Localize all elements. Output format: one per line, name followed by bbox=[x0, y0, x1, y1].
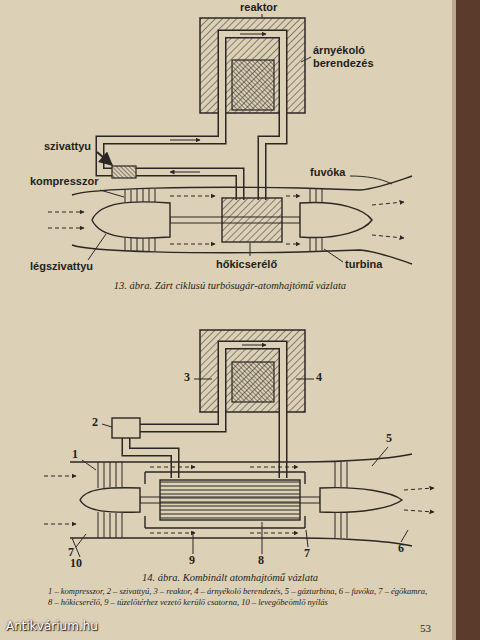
part-label: szivattyu bbox=[44, 140, 91, 153]
part-label: árnyékoló berendezés bbox=[313, 44, 391, 69]
callout-number: 4 bbox=[316, 371, 322, 385]
callout-number: 3 bbox=[184, 371, 190, 385]
part-label: reaktor bbox=[240, 1, 277, 14]
part-label: kompresszor bbox=[30, 175, 98, 188]
part-label: fuvóka bbox=[310, 166, 345, 179]
callout-number: 1 bbox=[72, 448, 78, 462]
callout-number: 8 bbox=[258, 554, 264, 568]
leader-lines bbox=[72, 379, 408, 557]
leader-lines bbox=[88, 14, 392, 262]
figure-13 bbox=[48, 18, 412, 264]
figure-14 bbox=[44, 330, 434, 546]
legend-text: 1 – kompresszor, 2 – szivattyú, 3 – reak… bbox=[48, 586, 428, 608]
callout-number: 5 bbox=[386, 432, 392, 446]
part-label: turbina bbox=[345, 258, 382, 271]
callout-number: 10 bbox=[70, 557, 82, 571]
figure-caption: 14. ábra. Kombinált atomhajtómű vázlata bbox=[30, 572, 430, 584]
callout-number: 9 bbox=[189, 554, 195, 568]
watermark: Antikvárium.hu bbox=[6, 620, 98, 634]
figure-caption: 13. ábra. Zárt ciklusú turbósugár-atomha… bbox=[30, 280, 430, 292]
callout-number: 7 bbox=[304, 547, 310, 561]
page-number: 53 bbox=[420, 622, 431, 635]
page-edge bbox=[452, 0, 456, 640]
callout-number: 6 bbox=[398, 542, 404, 556]
callout-number: 2 bbox=[92, 416, 98, 430]
part-label: hőkicserélő bbox=[216, 258, 277, 271]
part-label: légszivattyu bbox=[30, 260, 93, 273]
book-cover bbox=[456, 0, 480, 640]
